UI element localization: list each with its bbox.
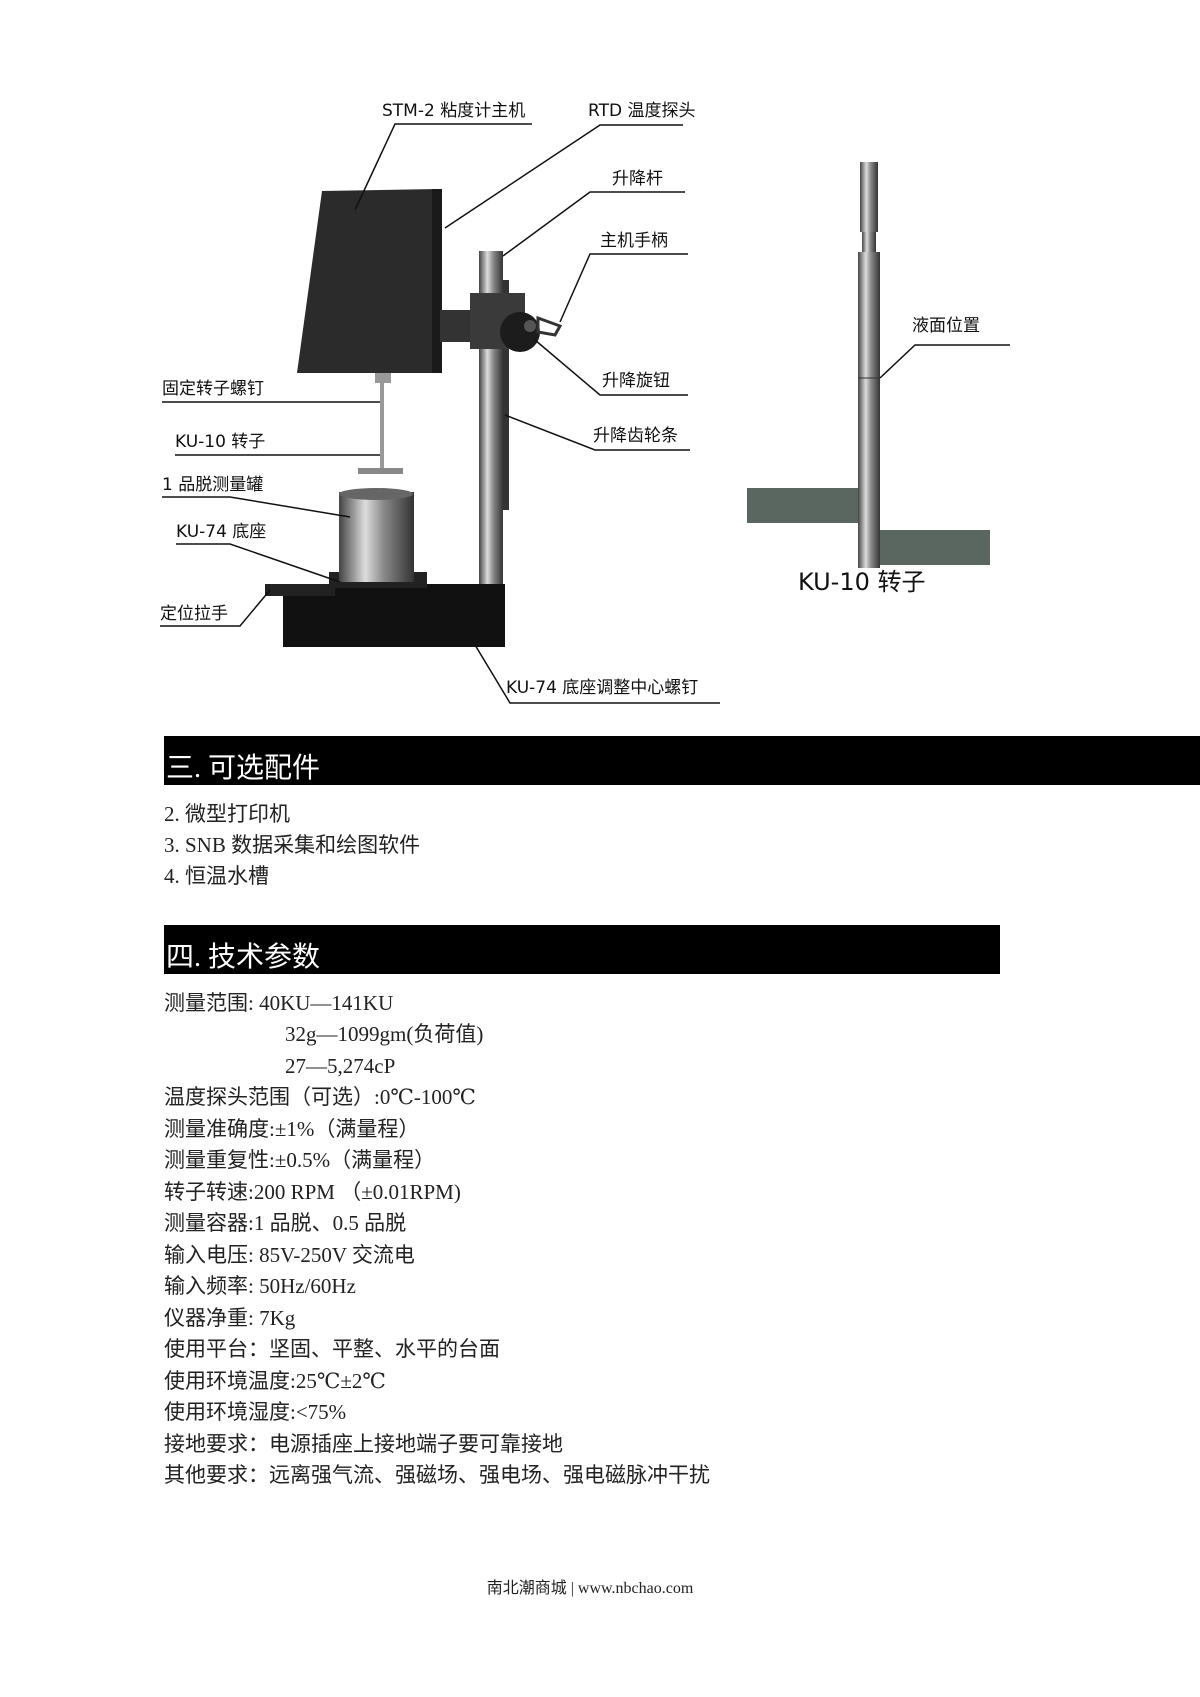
leader-lines [160,123,1010,704]
spec-line: 仪器净重: 7Kg [164,1306,296,1330]
section-4-title: 四. 技术参数 [166,942,321,973]
label-locator: 定位拉手 [160,604,228,624]
spec-line: 测量重复性:±0.5%（满量程） [164,1148,436,1172]
spec-line: 使用环境温度:25℃±2℃ [164,1369,386,1393]
spec-line: 测量准确度:±1%（满量程） [164,1117,420,1141]
viscometer-apparatus [265,189,563,647]
label-cup: 1 品脱测量罐 [162,475,263,495]
label-lift-knob: 升降旋钮 [602,371,670,391]
spec-line: 输入频率: 50Hz/60Hz [164,1274,356,1298]
spec-line: 测量容器:1 品脱、0.5 品脱 [164,1211,407,1235]
spec-line: 接地要求：电源插座上接地端子要可靠接地 [164,1432,563,1456]
label-rotor-screw: 固定转子螺钉 [162,379,264,399]
label-handle: 主机手柄 [600,231,668,251]
section-3-title: 三. 可选配件 [166,753,321,784]
rotor-caption: KU-10 转子 [798,568,926,596]
spec-line: 测量范围: 40KU—141KU [164,991,394,1015]
spec-line: 32g—1099gm(负荷值) [285,1022,484,1046]
section-3-header: 三. 可选配件 [164,736,1200,785]
spec-line: 使用平台：坚固、平整、水平的台面 [164,1337,500,1361]
footer-site-link[interactable]: 南北潮商城 | www.nbchao.com [486,1580,694,1597]
spec-line: 使用环境湿度:<75% [164,1400,347,1424]
label-center-screw: KU-74 底座调整中心螺钉 [506,678,698,698]
label-lift-rod: 升降杆 [612,169,663,189]
list-item: 4. 恒温水槽 [164,864,269,888]
label-liquid-level: 液面位置 [912,316,980,336]
spec-line: 其他要求：远离强气流、强磁场、强电场、强电磁脉冲干扰 [164,1463,710,1487]
spec-line: 27—5,274cP [285,1054,396,1078]
rotor-photo [747,162,990,568]
spec-line: 温度探头范围（可选）:0℃-100℃ [164,1085,476,1109]
label-base: KU-74 底座 [176,522,266,542]
label-rotor: KU-10 转子 [175,432,265,452]
list-item: 2. 微型打印机 [164,802,290,826]
list-item: 3. SNB 数据采集和绘图软件 [164,833,421,857]
label-main-unit: STM-2 粘度计主机 [382,101,525,121]
spec-line: 转子转速:200 RPM （±0.01RPM) [164,1180,461,1204]
section-4-header: 四. 技术参数 [164,925,1000,974]
spec-line: 输入电压: 85V-250V 交流电 [164,1243,415,1267]
label-rack: 升降齿轮条 [593,426,678,446]
viscometer-illustration: STM-2 粘度计主机 RTD 温度探头 升降杆 主机手柄 升降旋钮 固定转子螺… [160,101,1010,704]
label-rtd-probe: RTD 温度探头 [588,101,695,121]
